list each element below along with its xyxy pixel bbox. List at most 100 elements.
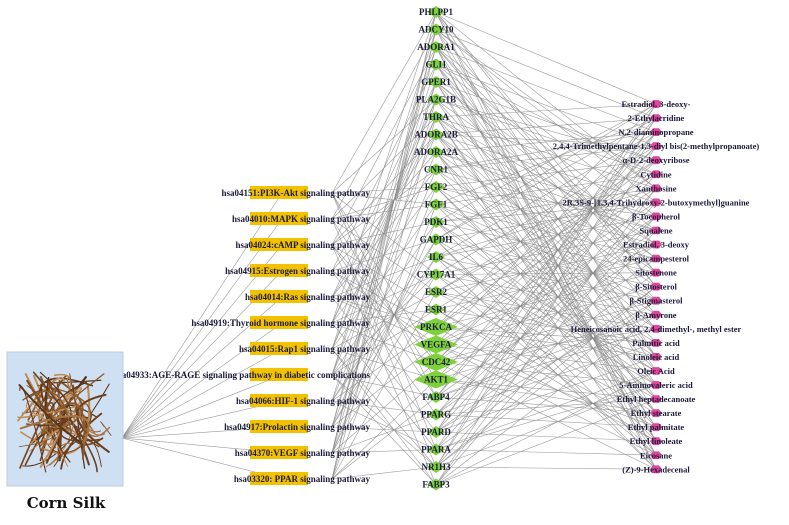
network-edge — [435, 202, 657, 345]
network-edge — [435, 314, 657, 485]
network-edge — [331, 99, 437, 350]
network-edges — [121, 11, 657, 485]
network-edge — [435, 230, 657, 485]
network-edge — [435, 431, 657, 442]
silk-strand — [39, 376, 52, 400]
network-edge — [331, 239, 437, 428]
network-edge — [435, 103, 657, 240]
network-edge — [435, 29, 657, 119]
target-label-esr2: ESR2 — [425, 287, 448, 297]
silk-strand — [100, 421, 112, 436]
pathway-label-7: hsa04015:Rap1 signaling pathway — [239, 344, 371, 354]
network-edge — [435, 173, 657, 205]
silk-strand — [42, 422, 73, 436]
network-edge — [435, 131, 657, 258]
target-node — [427, 443, 445, 456]
network-edge — [435, 286, 657, 468]
network-edge — [331, 379, 437, 480]
pathway-node — [250, 264, 308, 277]
target-label-cdc42: CDC42 — [422, 357, 451, 367]
network-edge — [331, 348, 437, 485]
network-edge — [435, 398, 657, 485]
network-edge — [435, 145, 657, 380]
compound-node — [650, 324, 662, 333]
pathway-label-6: hsa04919:Thyroid hormone signaling pathw… — [191, 318, 370, 328]
network-edge — [435, 396, 657, 414]
network-edge — [435, 134, 657, 147]
target-label-adcy10: ADCY10 — [419, 25, 454, 35]
network-edge — [435, 188, 657, 433]
pathway-node — [250, 472, 308, 485]
compound-node — [650, 423, 662, 431]
network-edge — [331, 169, 437, 246]
compound-label-18: Palmitic acid — [632, 338, 680, 348]
network-edge — [331, 11, 437, 454]
network-edge — [435, 46, 657, 133]
target-label-esr1: ESR1 — [425, 305, 448, 315]
compound-node — [650, 142, 662, 150]
pathway-label-11: hsa04370:VEGF signaling pathway — [235, 448, 371, 458]
silk-strand — [40, 426, 52, 452]
pathway-node — [250, 290, 308, 303]
network-edge — [435, 216, 657, 468]
network-edge — [435, 103, 657, 328]
network-edge — [331, 274, 437, 376]
network-edge — [435, 239, 657, 470]
pathway-label-4: hsa04915:Estrogen signaling pathway — [225, 266, 370, 276]
target-node — [427, 41, 445, 53]
target-label-pdk1: PDK1 — [424, 217, 448, 227]
target-node — [427, 198, 445, 211]
target-node — [427, 303, 445, 316]
network-edge — [331, 29, 437, 454]
target-label-thra: THRA — [423, 112, 450, 122]
compound-label-9: β-Tocopherol — [632, 211, 681, 221]
compound-label-2: 2-Ethylacridine — [628, 113, 685, 123]
network-edge — [435, 134, 657, 203]
target-node — [427, 268, 445, 281]
network-edge — [435, 244, 657, 398]
target-node — [414, 370, 458, 389]
network-edge — [435, 131, 657, 398]
corn-silk-photo — [6, 351, 124, 487]
target-node — [427, 146, 445, 158]
compound-label-11: Estradiol, 3-deoxy — [623, 240, 690, 250]
compound-node — [650, 381, 662, 389]
compound-node — [650, 226, 662, 235]
compound-node — [650, 465, 662, 474]
target-node — [427, 76, 445, 88]
network-edge — [331, 116, 437, 324]
pathway-node — [250, 212, 308, 225]
compound-label-8: 2R,3S-9-[1,3,4-Trihydroxy-2-butoxymethyl… — [563, 197, 750, 207]
network-edge — [331, 270, 437, 345]
target-node — [427, 461, 445, 473]
target-label-nr1h3: NR1H3 — [422, 462, 451, 472]
target-node — [427, 478, 445, 491]
pathway-label-1: hsa04151:PI3K-Akt signaling pathway — [221, 188, 370, 198]
network-edge — [435, 230, 657, 380]
network-edge — [435, 103, 657, 433]
network-edge — [435, 117, 657, 450]
compound-node — [650, 156, 662, 165]
network-edge — [435, 117, 657, 240]
target-node — [427, 111, 445, 123]
network-edge — [435, 202, 657, 240]
target-node — [427, 6, 445, 18]
target-node — [427, 181, 445, 193]
network-edge — [435, 356, 657, 433]
compound-label-24: Ethyl palmitate — [628, 422, 685, 432]
network-edge — [331, 99, 437, 454]
network-edge — [331, 361, 437, 454]
network-edge — [435, 414, 657, 428]
network-edge — [435, 159, 657, 398]
pathway-label-8: hsa04933:AGE-RAGE signaling pathway in d… — [113, 370, 370, 380]
silk-strand — [17, 403, 87, 419]
network-edge — [435, 145, 657, 275]
silk-strand — [60, 412, 103, 470]
network-edge — [435, 131, 657, 153]
network-edge — [331, 414, 437, 454]
network-edge — [435, 291, 657, 358]
network-edge — [435, 370, 657, 450]
compound-node — [650, 240, 662, 249]
network-edge — [435, 173, 657, 310]
network-edge — [435, 216, 657, 363]
